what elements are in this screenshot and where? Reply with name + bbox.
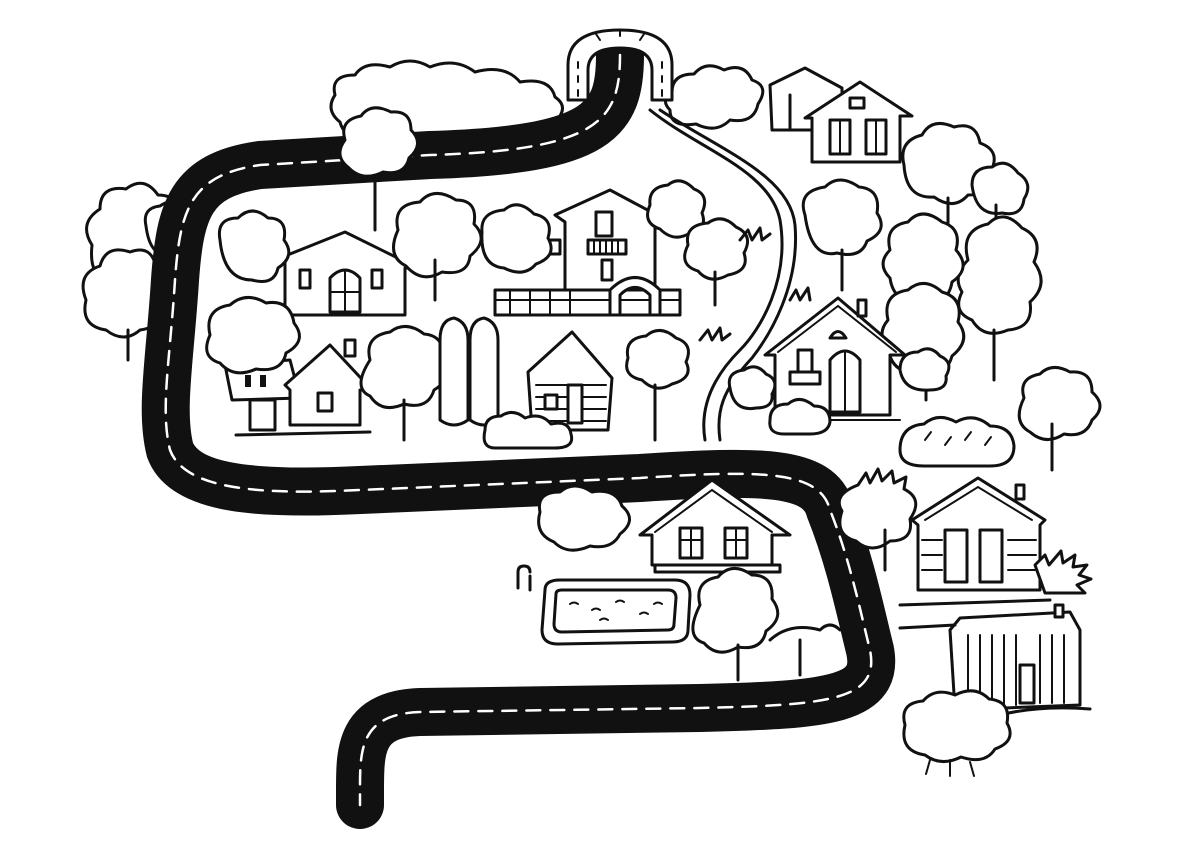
house-with-balcony: [493, 188, 682, 317]
cypress-tree: [438, 316, 470, 427]
tree: [625, 329, 690, 390]
tree: [205, 296, 301, 375]
tree: [359, 325, 448, 410]
house-top-right-front: [803, 80, 914, 164]
bush: [482, 411, 574, 450]
middle-trees: [205, 106, 951, 450]
hedge-texture: [924, 431, 992, 446]
barn-house-right: [910, 476, 1093, 595]
tree: [727, 365, 777, 411]
road-center-dashes: [164, 53, 873, 807]
right-trees: [837, 121, 1102, 572]
shed-bottom-right: [898, 598, 1092, 717]
tree: [392, 192, 483, 279]
bottom-curve-trees: [691, 567, 842, 682]
tree: [683, 217, 750, 281]
shrub: [1033, 549, 1093, 595]
bush-near-a-frame: [537, 484, 631, 552]
house-tall-arched-door: [763, 296, 907, 421]
tree: [898, 347, 951, 392]
tree: [881, 212, 965, 303]
stone-tunnel: [566, 28, 674, 102]
grass: [925, 759, 975, 777]
pool-ladder: [516, 564, 532, 592]
tree-tall: [956, 215, 1043, 335]
swimming-pool: [516, 564, 692, 646]
footpath-edge: [658, 108, 798, 442]
tree: [646, 179, 707, 239]
tree-with-spikes: [837, 467, 918, 550]
tree: [970, 161, 1030, 216]
tunnel-stones: [577, 29, 663, 97]
cypress-tree: [468, 316, 500, 427]
bush-top-right: [664, 64, 765, 130]
tree-canopy-line: [768, 623, 842, 642]
tree: [480, 203, 553, 274]
hedge: [898, 416, 1016, 468]
wooden-cabin-middle: [526, 330, 614, 432]
bush: [768, 398, 832, 436]
a-frame-house: [638, 478, 792, 574]
tunnel-arch: [566, 28, 674, 102]
tree: [217, 209, 291, 283]
tree: [691, 567, 780, 654]
tree-canopy: [801, 178, 883, 256]
house-arched-window: [268, 230, 420, 317]
tree-round: [1017, 366, 1102, 441]
bush-bottom-right: [902, 689, 1012, 763]
grass-tufts: [698, 226, 812, 342]
footpath: [648, 108, 784, 442]
winding-road: [141, 31, 896, 829]
garden-arch: [608, 276, 662, 317]
tree-over-road: [338, 106, 419, 178]
